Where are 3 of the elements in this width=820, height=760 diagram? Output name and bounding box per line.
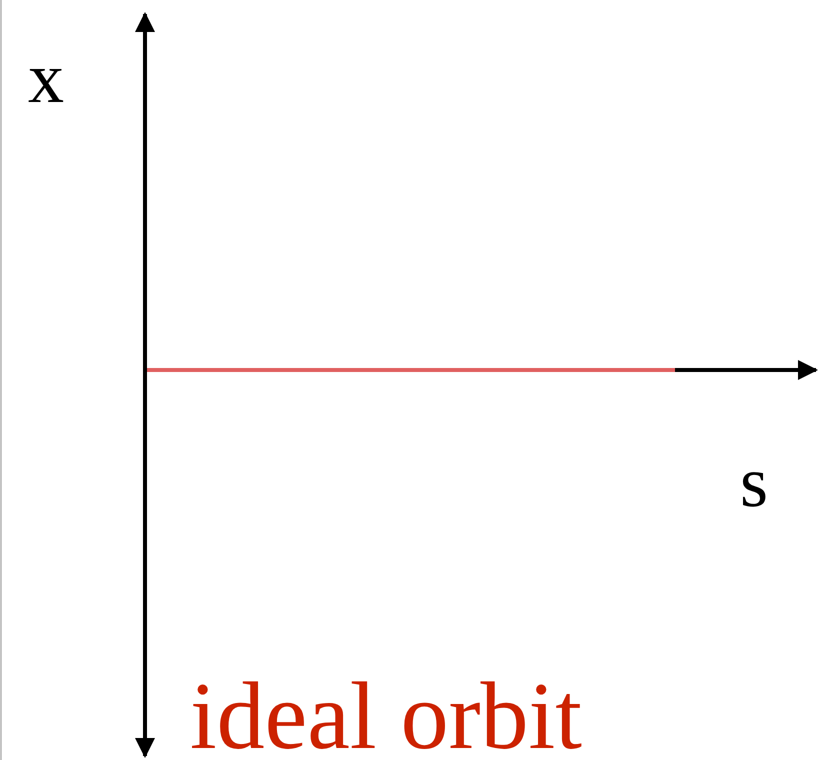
axis-label: x (28, 42, 64, 114)
axis-label: s (740, 446, 768, 518)
orbit-label: ideal orbit (190, 668, 582, 760)
